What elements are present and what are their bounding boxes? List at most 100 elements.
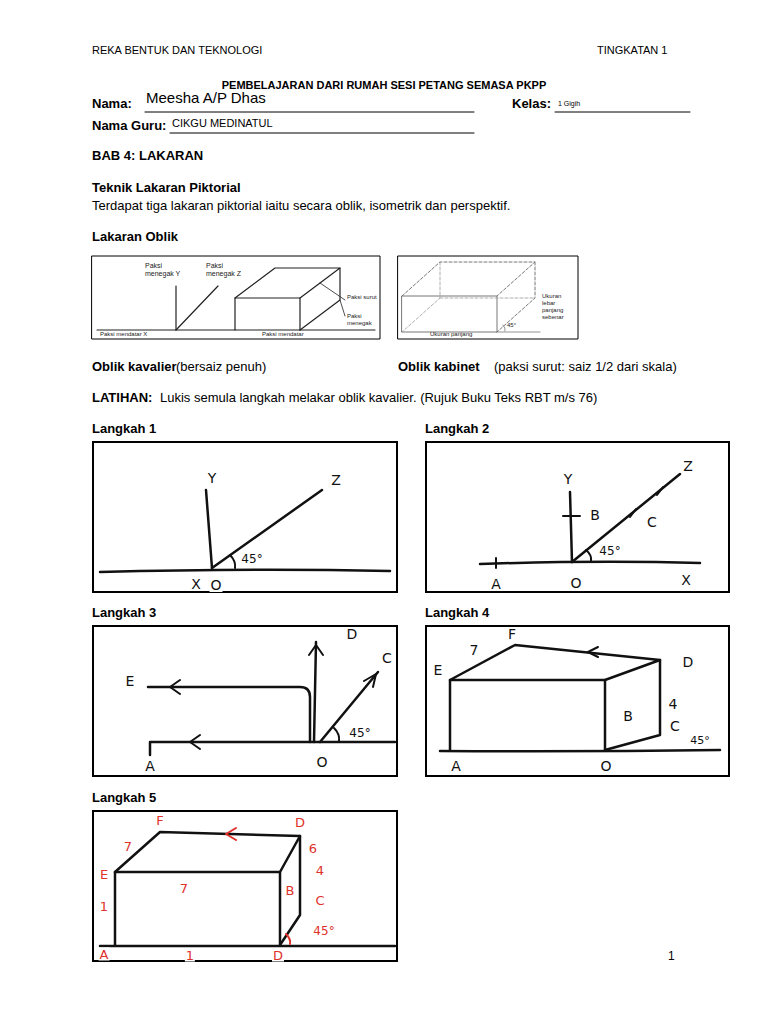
hand-letter: 4 <box>668 697 679 711</box>
leader-line <box>340 300 345 316</box>
field-label: Nama Guru: <box>92 119 166 134</box>
header-text: REKA BENTUK DAN TEKNOLOGI <box>92 44 262 57</box>
class-underline <box>555 112 690 113</box>
hand-letter: A <box>490 577 502 591</box>
caption-term: Oblik kabinet <box>398 360 480 375</box>
hand-letter: O <box>209 578 222 592</box>
hand-number: 7 <box>179 882 189 895</box>
hand-letter: F <box>507 627 517 641</box>
axis-label: Paksi menegak Z <box>206 262 246 278</box>
field-value: CIKGU MEDINATUL <box>172 117 273 130</box>
hand-letter: O <box>315 755 328 769</box>
z-axis <box>176 286 218 330</box>
box-side <box>300 268 340 330</box>
y-axis <box>175 286 176 330</box>
page-title: PEMBELAJARAN DARI RUMAH SESI PETANG SEMA… <box>222 79 547 92</box>
box-top <box>402 262 535 296</box>
hand-letter: B <box>589 508 601 522</box>
hand-line <box>100 570 390 572</box>
caption-text: (bersaiz penuh) <box>176 360 266 375</box>
hand-line <box>148 687 310 742</box>
hand-letter: Y <box>563 472 574 486</box>
chapter-heading: BAB 4: LAKARAN <box>92 149 203 164</box>
hand-line <box>450 645 660 680</box>
tick-mark <box>496 487 663 568</box>
name-underline <box>145 112 474 113</box>
x-axis <box>97 329 235 330</box>
field-label: Kelas: <box>512 97 551 112</box>
axis-label: Paksi mendatar <box>262 331 304 338</box>
angle-label: 45° <box>240 553 263 565</box>
hand-letter: E <box>99 868 109 881</box>
hand-line <box>150 742 395 755</box>
hand-letter: X <box>680 573 692 587</box>
hidden-edge <box>402 262 535 332</box>
hand-line <box>115 832 300 872</box>
base-line <box>497 332 540 333</box>
field-value: 1 Gigih <box>558 100 580 108</box>
angle-arc <box>286 934 290 944</box>
hand-letter: B <box>622 709 634 723</box>
hand-letter: D <box>272 949 284 962</box>
hand-line <box>115 872 280 945</box>
step-frame: Langkah 1 <box>92 441 398 593</box>
exercise-label: LATIHAN: <box>92 391 152 406</box>
hand-line <box>100 945 395 948</box>
box-front <box>402 296 497 332</box>
leader-line <box>320 283 345 300</box>
hand-number: 1 <box>99 900 109 913</box>
box-side <box>497 262 535 332</box>
hand-number: 4 <box>315 864 325 877</box>
hand-line <box>605 660 660 750</box>
hand-line <box>280 836 300 945</box>
axis-label: Paksi menegak Y <box>145 262 185 278</box>
hand-letter: C <box>669 719 681 733</box>
angle-arc <box>230 555 235 568</box>
angle-label: 45° <box>348 727 371 739</box>
angle-arc <box>586 550 591 561</box>
axis-label: Paksi surut <box>347 294 377 301</box>
hand-letter: A <box>99 948 110 961</box>
angle-label: 45° <box>689 735 711 746</box>
caption-term: Oblik kavalier <box>92 360 177 375</box>
box-top <box>235 268 340 298</box>
body-text: Terdapat tiga lakaran piktorial iaitu se… <box>92 199 510 214</box>
hand-line <box>320 672 378 742</box>
dimension-label: Ukuran lebar panjang sebenar <box>542 293 576 321</box>
axis-label: Paksi menegak <box>347 313 377 327</box>
angle-label: 45° <box>312 925 335 937</box>
field-value: Meesha A/P Dhas <box>146 89 266 106</box>
angle-label: 45° <box>598 545 621 557</box>
hand-line <box>206 490 212 568</box>
hand-line <box>212 490 322 568</box>
base-line <box>300 329 375 330</box>
hand-letter: E <box>125 674 136 688</box>
hand-letter: E <box>433 663 444 677</box>
hand-letter: O <box>569 576 582 590</box>
arrow-mark <box>588 647 598 657</box>
step-frame: Langkah 3 <box>92 625 398 777</box>
hand-number: 7 <box>123 840 133 853</box>
hand-line <box>450 680 605 750</box>
step-heading: Langkah 1 <box>92 421 156 436</box>
hand-letter: Z <box>682 459 694 473</box>
field-label: Nama: <box>92 97 132 112</box>
axis-label: Paksi mendatar X <box>100 331 147 338</box>
hand-letter: C <box>646 515 658 529</box>
hand-letter: 7 <box>469 643 480 657</box>
page-number: 1 <box>668 950 675 964</box>
step-frame: Langkah 5 <box>92 810 398 962</box>
hand-letter: A <box>144 759 156 773</box>
image-frame <box>398 256 578 339</box>
hand-line <box>440 750 720 751</box>
hand-number: 6 <box>308 842 318 855</box>
hand-letter: D <box>346 627 359 641</box>
hand-letter: O <box>599 759 612 773</box>
caption-text: (paksi surut: saiz 1/2 dari skala) <box>494 360 677 375</box>
hand-letter: D <box>294 816 306 829</box>
hand-letter: B <box>285 884 296 897</box>
header-text: TINGKATAN 1 <box>597 44 668 57</box>
hand-letter: C <box>314 894 325 907</box>
hand-letter: F <box>155 814 164 827</box>
